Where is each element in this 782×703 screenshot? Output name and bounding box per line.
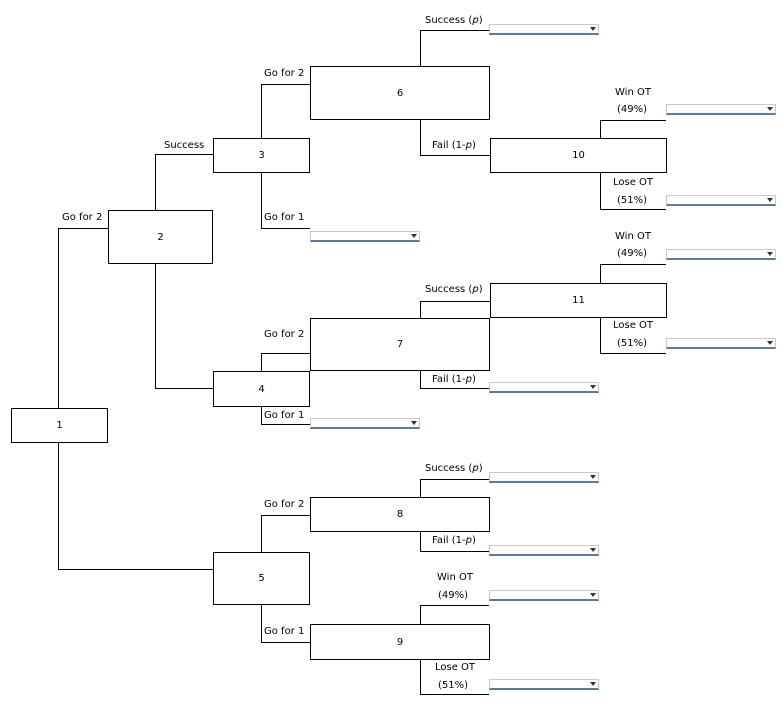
- label-8-fail-p: p: [465, 535, 472, 546]
- node-4-label: 4: [258, 383, 265, 395]
- label-10-lose-ot: Lose OT: [613, 177, 654, 188]
- label-11-lose-pct: (51%): [617, 338, 648, 349]
- label-8-fail: Fail (1-p): [432, 535, 476, 547]
- node-2: 2: [108, 210, 213, 264]
- node-11: 11: [490, 283, 667, 318]
- node-5-label: 5: [258, 573, 265, 584]
- chevron-down-icon: [767, 252, 773, 256]
- label-11-win-pct: (49%): [617, 248, 648, 259]
- label-10-lose-pct: (51%): [617, 195, 648, 206]
- dropdown-8-fail[interactable]: [489, 545, 599, 556]
- label-9-win-pct: (49%): [438, 590, 469, 601]
- chevron-down-icon: [590, 593, 596, 597]
- node-5: 5: [213, 552, 310, 605]
- node-4: 4: [213, 371, 310, 407]
- node-9-label: 9: [396, 636, 404, 648]
- label-6-success-p: p: [472, 15, 479, 26]
- label-6-success-prefix: Success (: [425, 15, 473, 26]
- node-10-label: 10: [572, 150, 585, 161]
- node-2-label: 2: [157, 231, 164, 243]
- label-4-go-for-2: Go for 2: [264, 329, 305, 340]
- label-11-lose-ot: Lose OT: [613, 320, 654, 331]
- label-10-win-ot: Win OT: [615, 87, 651, 98]
- node-7: 7: [310, 318, 490, 371]
- label-8-success: Success (p): [425, 463, 483, 475]
- label-11-win-ot: Win OT: [615, 231, 651, 242]
- label-3-go-for-1: Go for 1: [264, 212, 305, 223]
- dropdown-3-go-for-1[interactable]: [310, 231, 420, 242]
- label-7-success-p: p: [472, 284, 479, 295]
- dropdown-11-lose[interactable]: [666, 338, 776, 349]
- node-11-label: 11: [572, 295, 585, 306]
- node-8: 8: [310, 497, 490, 532]
- chevron-down-icon: [590, 548, 596, 552]
- label-5-go-for-1: Go for 1: [264, 626, 305, 637]
- chevron-down-icon: [411, 421, 417, 425]
- dropdown-6-success[interactable]: [489, 24, 599, 35]
- chevron-down-icon: [767, 341, 773, 345]
- label-6-fail-suffix: ): [471, 140, 476, 151]
- dropdown-11-win[interactable]: [666, 249, 776, 260]
- node-9: 9: [310, 624, 490, 660]
- chevron-down-icon: [767, 198, 773, 202]
- label-9-win-ot: Win OT: [437, 572, 473, 583]
- node-6: 6: [310, 66, 490, 120]
- label-7-success: Success (p): [425, 284, 483, 296]
- dropdown-10-win[interactable]: [666, 104, 776, 115]
- node-7-label: 7: [396, 339, 404, 350]
- label-6-fail-p: p: [465, 140, 472, 151]
- label-1-go-for-2: Go for 2: [62, 212, 103, 223]
- chevron-down-icon: [411, 234, 417, 238]
- node-3-label: 3: [258, 150, 265, 161]
- label-6-fail-prefix: Fail (1-: [432, 140, 466, 151]
- label-6-fail: Fail (1-p): [432, 140, 476, 152]
- dropdown-7-fail[interactable]: [489, 382, 599, 393]
- label-2-success: Success: [164, 140, 205, 151]
- dropdown-8-success[interactable]: [489, 472, 599, 483]
- node-3: 3: [213, 138, 310, 173]
- dropdown-9-win[interactable]: [489, 590, 599, 601]
- label-8-success-suffix: ): [478, 463, 483, 474]
- label-8-success-p: p: [472, 463, 479, 474]
- label-9-lose-ot: Lose OT: [435, 662, 476, 673]
- dropdown-10-lose[interactable]: [666, 195, 776, 206]
- label-10-win-pct: (49%): [617, 104, 648, 115]
- label-7-fail-prefix: Fail (1-: [432, 374, 466, 385]
- chevron-down-icon: [590, 475, 596, 479]
- node-6-label: 6: [396, 87, 404, 99]
- node-10: 10: [490, 138, 667, 173]
- dropdown-9-lose[interactable]: [489, 679, 599, 690]
- label-7-success-prefix: Success (: [425, 284, 473, 295]
- chevron-down-icon: [590, 385, 596, 389]
- dropdown-4-go-for-1[interactable]: [310, 418, 420, 429]
- label-5-go-for-2: Go for 2: [264, 499, 305, 510]
- label-8-success-prefix: Success (: [425, 463, 473, 474]
- label-7-fail-p: p: [465, 374, 472, 385]
- label-7-fail-suffix: ): [471, 374, 476, 385]
- label-3-go-for-2: Go for 2: [264, 68, 305, 79]
- label-9-lose-pct: (51%): [438, 680, 469, 691]
- chevron-down-icon: [767, 107, 773, 111]
- node-8-label: 8: [396, 509, 404, 520]
- node-1-label: 1: [56, 420, 63, 431]
- label-6-success: Success (p): [425, 15, 483, 27]
- label-6-success-suffix: ): [478, 15, 483, 26]
- label-7-success-suffix: ): [478, 284, 483, 295]
- label-8-fail-prefix: Fail (1-: [432, 535, 466, 546]
- label-7-fail: Fail (1-p): [432, 374, 476, 386]
- node-1: 1: [11, 408, 108, 443]
- label-4-go-for-1: Go for 1: [264, 410, 305, 421]
- chevron-down-icon: [590, 27, 596, 31]
- label-8-fail-suffix: ): [471, 535, 476, 546]
- chevron-down-icon: [590, 682, 596, 686]
